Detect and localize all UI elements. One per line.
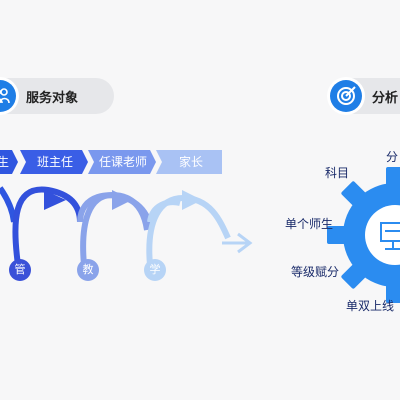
analysis-header: 分析	[330, 78, 400, 114]
flow-arc-6	[147, 199, 181, 223]
flow-arc-2	[12, 186, 83, 266]
service-title: 服务对象	[26, 90, 79, 106]
users-icon	[0, 80, 16, 112]
tag-bg-4	[156, 150, 222, 174]
role-tag-subject-teacher: 任课老师	[98, 155, 147, 169]
arrowhead-1	[44, 190, 66, 210]
analysis-title: 分析	[372, 90, 399, 106]
analysis-item-grade-scoring: 等级赋分	[291, 265, 340, 279]
arrowhead-3	[182, 190, 202, 210]
analysis-item-individual: 单个师生	[285, 217, 334, 231]
service-target-header: 服务对象	[0, 78, 114, 114]
role-tag-parent: 家长	[178, 155, 203, 169]
analysis-item-subject: 科目	[325, 166, 350, 180]
target-icon	[330, 80, 362, 112]
action-learn: 学	[144, 259, 166, 281]
arrowhead-2	[112, 190, 132, 210]
tag-bg-1	[0, 150, 18, 174]
flow-arc-4	[80, 191, 150, 266]
gear-icon	[327, 167, 400, 303]
tag-bg-3	[88, 150, 156, 174]
analysis-item-line-pass: 单双上线	[346, 299, 395, 313]
role-tag-head-teacher: 班主任	[36, 155, 73, 169]
role-tag-student: 生	[0, 155, 9, 169]
action-teach: 教	[77, 259, 99, 281]
action-manage: 管	[9, 259, 31, 281]
flow-arc-1	[0, 186, 17, 223]
tag-bg-2	[20, 150, 88, 174]
analysis-item-1: 分	[386, 150, 399, 164]
